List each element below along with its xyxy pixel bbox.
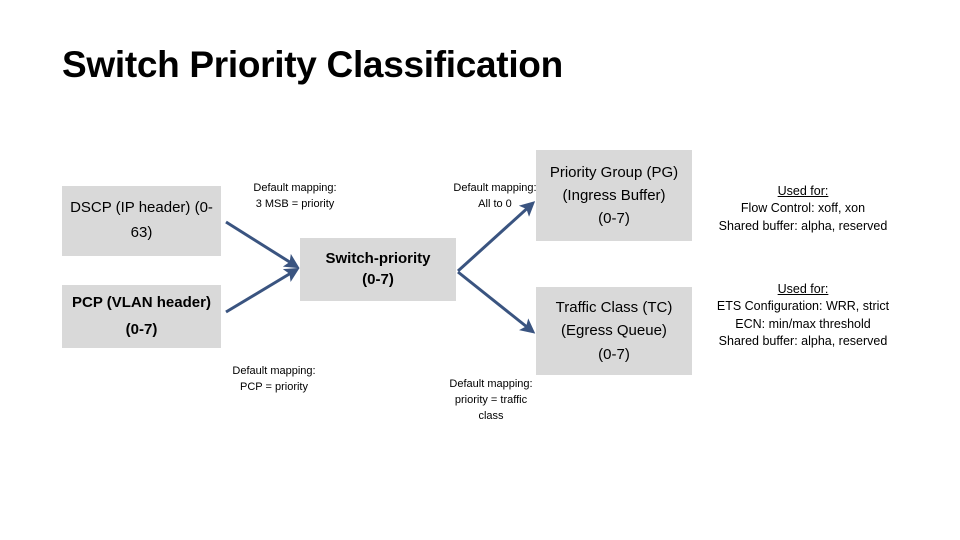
edge-label-switch-to-pg: Default mapping: All to 0 — [400, 181, 590, 213]
annotation-tc-used-for-line2: ECN: min/max threshold — [735, 316, 871, 331]
page-title: Switch Priority Classification — [62, 44, 563, 85]
arrow-dscp-to-switch — [225, 220, 300, 269]
box-pcp-range: (0-7) — [125, 320, 158, 338]
annotation-tc-used-for-line3: Shared buffer: alpha, reserved — [718, 333, 888, 348]
arrow-switch-to-tc — [457, 270, 536, 334]
edge-label-switch-to-tc-line2: priority = traffic — [454, 393, 528, 406]
box-dscp-name: DSCP (IP header) (0- — [70, 199, 213, 217]
edge-label-switch-to-tc: Default mapping: priority = traffic clas… — [420, 377, 562, 425]
edge-label-switch-to-tc-line1: Default mapping: — [449, 378, 533, 390]
box-priority-group-detail: (Ingress Buffer) — [562, 186, 666, 204]
box-dscp-range: 63) — [130, 224, 153, 241]
box-dscp[interactable]: DSCP (IP header) (0- 63) — [62, 186, 221, 256]
edge-label-dscp-to-switch-line1: Default mapping: — [253, 182, 337, 194]
box-switch-priority-range: (0-7) — [362, 270, 394, 288]
edge-label-dscp-to-switch-line2: 3 MSB = priority — [255, 197, 335, 210]
box-priority-group-range: (0-7) — [598, 210, 630, 228]
annotation-tc-used-for-line1: ETS Configuration: WRR, strict — [716, 299, 890, 314]
box-traffic-class-name: Traffic Class (TC) — [555, 299, 673, 317]
box-traffic-class-range: (0-7) — [598, 345, 630, 363]
annotation-tc-used-for: Used for: ETS Configuration: WRR, strict… — [695, 281, 911, 350]
annotation-pg-used-for-line2: Shared buffer: alpha, reserved — [718, 218, 888, 233]
edge-label-pcp-to-switch: Default mapping: PCP = priority — [188, 364, 360, 396]
box-switch-priority[interactable]: Switch-priority (0-7) — [300, 238, 456, 301]
box-priority-group-name: Priority Group (PG) — [549, 163, 679, 181]
edge-label-pcp-to-switch-line2: PCP = priority — [240, 380, 308, 393]
annotation-pg-used-for-header: Used for: — [777, 184, 829, 198]
edge-label-pcp-to-switch-line1: Default mapping: — [232, 365, 316, 377]
box-switch-priority-name: Switch-priority — [325, 250, 431, 268]
box-priority-group[interactable]: Priority Group (PG) (Ingress Buffer) (0-… — [536, 150, 692, 241]
annotation-tc-used-for-header: Used for: — [777, 282, 829, 296]
edge-label-switch-to-pg-line1: Default mapping: — [453, 182, 537, 194]
annotation-pg-used-for-line1: Flow Control: xoff, xon — [740, 201, 866, 216]
edge-label-switch-to-tc-line3: class — [478, 409, 504, 422]
box-traffic-class[interactable]: Traffic Class (TC) (Egress Queue) (0-7) — [536, 287, 692, 375]
arrow-switch-to-pg — [456, 201, 536, 273]
box-traffic-class-detail: (Egress Queue) — [561, 322, 667, 340]
edge-label-dscp-to-switch: Default mapping: 3 MSB = priority — [200, 181, 390, 213]
edge-label-switch-to-pg-line2: All to 0 — [478, 197, 512, 210]
box-pcp-name: PCP (VLAN header) — [72, 294, 211, 312]
annotation-pg-used-for: Used for: Flow Control: xoff, xon Shared… — [695, 183, 911, 235]
box-pcp[interactable]: PCP (VLAN header) (0-7) — [62, 285, 221, 348]
arrow-pcp-to-switch — [225, 267, 300, 314]
